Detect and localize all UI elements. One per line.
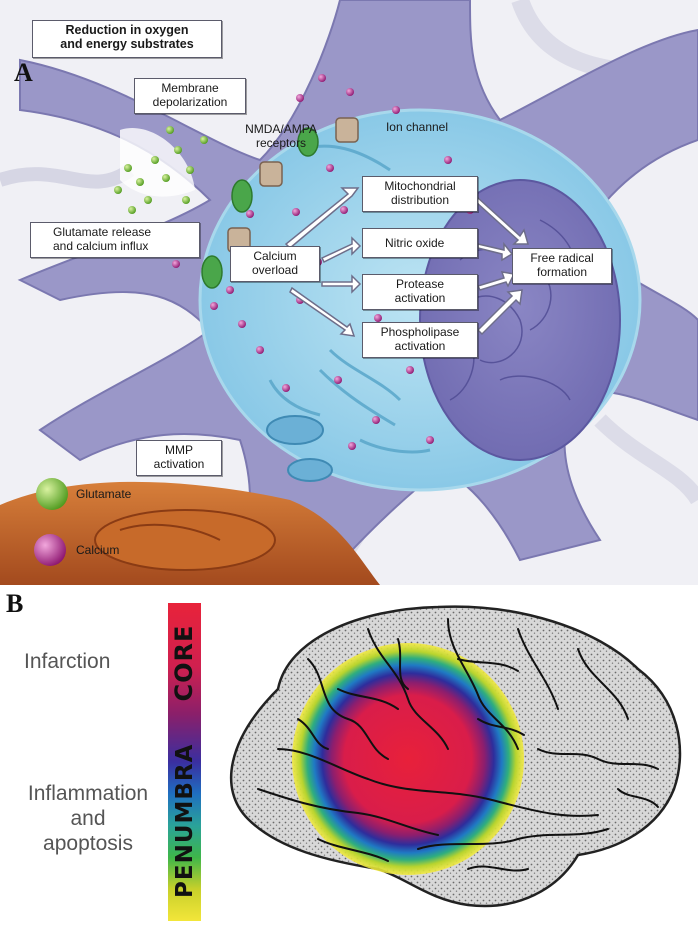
mito-line-1: Mitochondrial — [367, 179, 473, 193]
mmp-line-1: MMP — [141, 443, 217, 457]
glutamate-release-line-1: Glutamate release — [53, 225, 195, 239]
calcium-overload-line-2: overload — [235, 263, 315, 277]
legend-calcium-label: Calcium — [76, 543, 119, 557]
membrane-depolarization-box: Membrane depolarization — [134, 78, 246, 114]
panel-letter-a: A — [14, 58, 33, 88]
mito-line-2: distribution — [367, 193, 473, 207]
nitric-oxide-box: Nitric oxide — [362, 228, 478, 258]
inflammation-line-2: and — [12, 806, 164, 831]
penumbra-label: PENUMBRA — [171, 764, 199, 898]
membrane-line-1: Membrane — [139, 81, 241, 95]
phospholipase-activation-box: Phospholipase activation — [362, 322, 478, 358]
calcium-overload-line-1: Calcium — [235, 249, 315, 263]
mitochondrial-distribution-box: Mitochondrial distribution — [362, 176, 478, 212]
nmda-line-1: NMDA/AMPA — [226, 122, 336, 136]
inflammation-apoptosis-label: Inflammation and apoptosis — [12, 781, 164, 856]
panel-a: A Reduction in oxygen and energy substra… — [0, 0, 698, 585]
nitric-oxide-label: Nitric oxide — [385, 236, 473, 250]
protease-activation-box: Protease activation — [362, 274, 478, 310]
nmda-line-2: receptors — [226, 136, 336, 150]
brain-illustration — [218, 599, 698, 919]
calcium-overload-box: Calcium overload — [230, 246, 320, 282]
inflammation-line-1: Inflammation — [12, 781, 164, 806]
membrane-line-2: depolarization — [139, 95, 241, 109]
free-radical-line-1: Free radical — [517, 251, 607, 265]
free-radical-formation-box: Free radical formation — [512, 248, 612, 284]
panel-letter-b: B — [6, 589, 23, 619]
core-label: CORE — [170, 623, 198, 703]
free-radical-line-2: formation — [517, 265, 607, 279]
reduction-line-2: and energy substrates — [37, 37, 217, 51]
mmp-activation-box: MMP activation — [136, 440, 222, 476]
phospholipase-line-1: Phospholipase — [367, 325, 473, 339]
panel-b: B Infarction Inflammation and apoptosis … — [0, 585, 698, 925]
nmda-ampa-label: NMDA/AMPA receptors — [226, 122, 336, 150]
reduction-line-1: Reduction in oxygen — [37, 23, 217, 37]
ion-channel-label: Ion channel — [372, 120, 462, 134]
mmp-line-2: activation — [141, 457, 217, 471]
infarction-label: Infarction — [24, 649, 110, 674]
reduction-oxygen-box: Reduction in oxygen and energy substrate… — [32, 20, 222, 58]
legend-glutamate-label: Glutamate — [76, 487, 131, 501]
inflammation-line-3: apoptosis — [12, 831, 164, 856]
protease-line-2: activation — [367, 291, 473, 305]
phospholipase-line-2: activation — [367, 339, 473, 353]
glutamate-release-line-2: and calcium influx — [53, 239, 195, 253]
glutamate-release-box: Glutamate release and calcium influx — [30, 222, 200, 258]
protease-line-1: Protease — [367, 277, 473, 291]
